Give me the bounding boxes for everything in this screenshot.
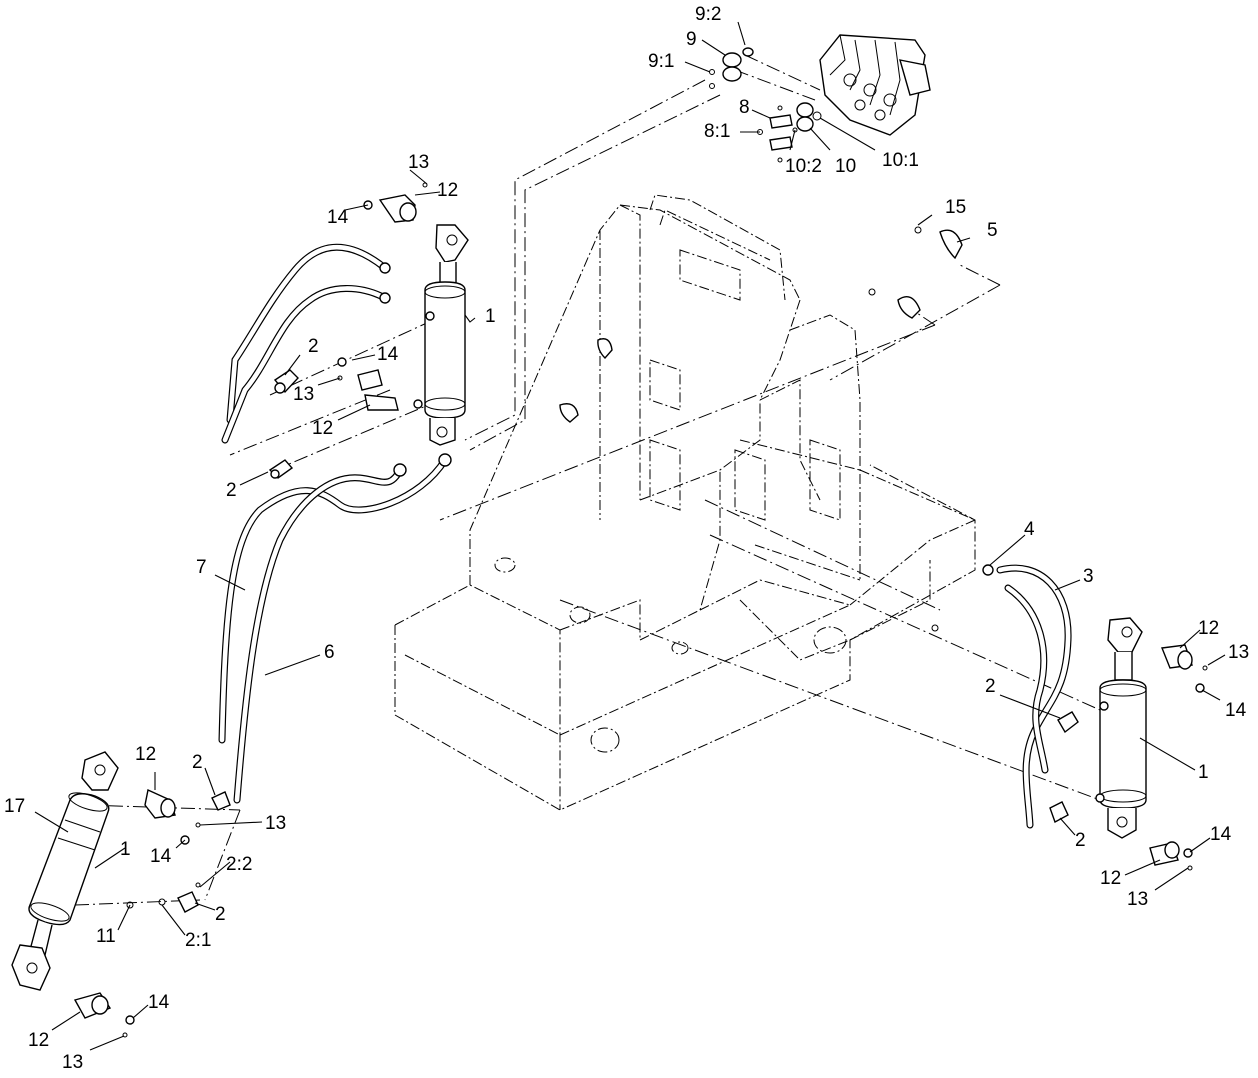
assembly-lines bbox=[74, 54, 1101, 906]
callout-13-mid: 13 bbox=[293, 384, 314, 405]
callout-13-lower-left-top: 13 bbox=[265, 813, 286, 834]
callout-17: 17 bbox=[4, 796, 25, 817]
callout-6: 6 bbox=[324, 642, 335, 663]
callout-14-mid: 14 bbox=[377, 344, 399, 365]
callout-12-right-top: 12 bbox=[1198, 618, 1219, 639]
callout-12-lower-left-top: 12 bbox=[135, 744, 156, 765]
fitting-10 bbox=[792, 102, 822, 133]
callout-13-lower-left-bottom: 13 bbox=[62, 1052, 83, 1073]
callout-10-1: 10:1 bbox=[882, 150, 919, 171]
fitting-8 bbox=[757, 105, 793, 163]
callout-11: 11 bbox=[96, 926, 116, 947]
callout-7: 7 bbox=[196, 557, 207, 578]
hoses-6-7 bbox=[218, 453, 452, 804]
callout-2-right-top: 2 bbox=[985, 676, 996, 697]
callout-1-upper: 1 bbox=[485, 306, 496, 327]
clamps-on-frame bbox=[559, 338, 613, 423]
elbow-2-upper bbox=[273, 369, 299, 394]
callout-14-right-bottom: 14 bbox=[1210, 824, 1232, 845]
callout-2-1: 2:1 bbox=[185, 930, 211, 951]
callout-9: 9 bbox=[686, 29, 697, 50]
callout-13-top: 13 bbox=[408, 152, 429, 173]
callout-2-upper: 2 bbox=[308, 336, 319, 357]
callout-5: 5 bbox=[987, 220, 998, 241]
pin-12-lower-left-top bbox=[144, 788, 201, 845]
callout-14-top: 14 bbox=[327, 207, 349, 228]
callout-3: 3 bbox=[1083, 566, 1094, 587]
pin-12-right-top bbox=[1161, 644, 1208, 693]
callout-14-lower-left-top: 14 bbox=[150, 846, 172, 867]
callout-12-mid: 12 bbox=[312, 418, 333, 439]
control-valve bbox=[819, 34, 931, 136]
callout-2-2: 2:2 bbox=[226, 854, 252, 875]
callout-1-right: 1 bbox=[1198, 762, 1209, 783]
elbow-2-right bbox=[931, 564, 1079, 824]
loader-frame bbox=[394, 194, 976, 811]
callout-13-right-bottom: 13 bbox=[1127, 889, 1148, 910]
callout-4: 4 bbox=[1024, 519, 1035, 540]
cylinder-upper-left bbox=[413, 224, 469, 446]
pin-12-lower-left-bottom bbox=[73, 992, 135, 1038]
callout-10-2: 10:2 bbox=[785, 156, 822, 177]
callout-1-lower-left: 1 bbox=[120, 839, 131, 860]
elbow-2-lower-left bbox=[126, 791, 231, 913]
fitting-9 bbox=[709, 47, 754, 89]
callout-12-right-bottom: 12 bbox=[1100, 868, 1121, 889]
callout-12-lower-left-bottom: 12 bbox=[28, 1030, 49, 1051]
callout-2-right-bottom: 2 bbox=[1075, 830, 1086, 851]
callout-2-lower-left-top: 2 bbox=[192, 752, 203, 773]
callout-14-lower-left-bottom: 14 bbox=[148, 992, 170, 1013]
pin-12-upper bbox=[363, 182, 428, 223]
callout-13-right-top: 13 bbox=[1228, 642, 1249, 663]
clamp-5-lower bbox=[868, 288, 921, 319]
callout-9-1: 9:1 bbox=[648, 51, 674, 72]
callout-10: 10 bbox=[835, 156, 856, 177]
clamp-5-upper bbox=[914, 226, 963, 260]
pin-12-right-bottom bbox=[1149, 841, 1193, 871]
callout-2-lower-left-bottom: 2 bbox=[215, 904, 226, 925]
callout-9-2: 9:2 bbox=[695, 4, 721, 25]
hoses-upper-left bbox=[221, 243, 391, 444]
cylinder-lower-left bbox=[11, 751, 119, 991]
hose-3 bbox=[996, 564, 1072, 829]
pin-12-mid bbox=[337, 357, 399, 411]
elbow-2-lower bbox=[268, 459, 294, 479]
callout-8: 8 bbox=[739, 97, 750, 118]
callout-12-top: 12 bbox=[437, 180, 458, 201]
callout-8-1: 8:1 bbox=[704, 121, 730, 142]
leader-lines bbox=[34, 21, 1226, 1051]
callout-14-right-top: 14 bbox=[1225, 700, 1247, 721]
callout-15: 15 bbox=[945, 197, 966, 218]
callout-labels: 9:2 9 9:1 8 8:1 10:2 10 10:1 13 12 14 1 … bbox=[4, 4, 1249, 1073]
callout-2-lower-upper: 2 bbox=[226, 480, 237, 501]
cylinder-right bbox=[1095, 617, 1147, 839]
